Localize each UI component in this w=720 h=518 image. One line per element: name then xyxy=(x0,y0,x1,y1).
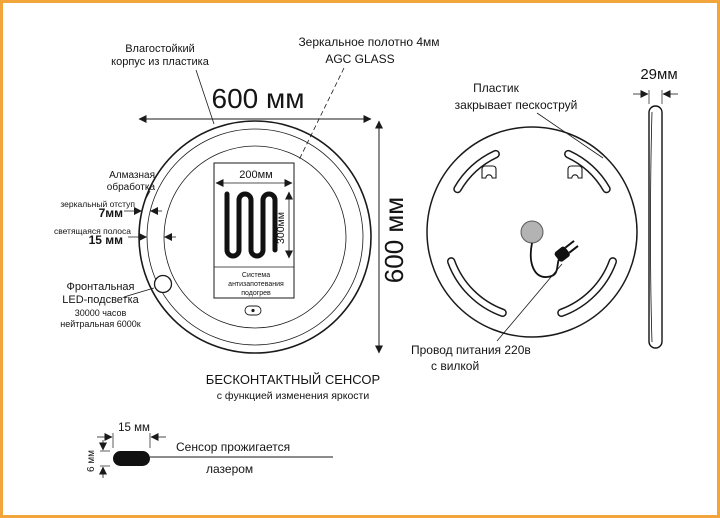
antifog-line-3: подогрев xyxy=(241,290,271,297)
leader-plastic xyxy=(536,112,604,159)
dim-200-label: 200мм xyxy=(239,169,273,181)
front-view xyxy=(123,67,383,354)
sensor-pill-icon xyxy=(113,451,150,466)
label-strip: светящаяся полоса xyxy=(53,226,131,236)
detail-text-2: лазером xyxy=(206,462,254,476)
back-view xyxy=(426,112,638,342)
label-led-4: нейтральная 6000к xyxy=(60,319,141,329)
label-mirror-sheet: Зеркальное полотно 4мм xyxy=(298,35,440,49)
heater-zone xyxy=(213,162,295,299)
heater-coil-icon xyxy=(224,191,278,259)
label-led-1: Фронтальная xyxy=(66,281,135,293)
plug-icon xyxy=(554,240,579,262)
bracket-icon-left xyxy=(481,165,497,179)
leader-waterproof xyxy=(195,69,215,125)
label-power-2: с вилкой xyxy=(431,359,480,373)
leader-diamond xyxy=(144,190,151,201)
detail-text-1: Сенсор прожигается xyxy=(176,440,291,454)
label-diamond-1: Алмазная xyxy=(109,170,155,181)
sensor-detail xyxy=(97,433,333,478)
value-strip-15mm: 15 мм xyxy=(88,233,123,247)
dim-width-label: 600 мм xyxy=(211,83,305,114)
label-waterproof-2: корпус из пластика xyxy=(111,56,209,68)
label-offset: зеркальный отступ xyxy=(60,199,135,209)
power-cord xyxy=(529,242,560,278)
label-agc-glass: AGC GLASS xyxy=(325,52,395,66)
antifog-line-1: Система xyxy=(241,272,271,279)
leader-mirror-sheet xyxy=(298,67,345,161)
side-panel xyxy=(648,105,663,349)
side-view xyxy=(633,90,678,349)
dim-29mm-label: 29мм xyxy=(640,66,678,83)
sandblast-slots xyxy=(446,149,618,318)
detail-15mm-label: 15 мм xyxy=(118,422,150,434)
brand-mark-icon xyxy=(244,305,262,316)
diagram-linework xyxy=(97,67,678,478)
label-diamond-2: обработка xyxy=(106,182,155,193)
sensor-title: БЕСКОНТАКТНЫЙ СЕНСОР xyxy=(205,372,381,387)
brand-mark-dot xyxy=(251,308,255,313)
bracket-icon-right xyxy=(567,165,583,179)
label-plastic-1: Пластик xyxy=(473,81,519,95)
leader-led xyxy=(123,287,155,298)
cable-gland-icon xyxy=(520,220,544,244)
label-waterproof-1: Влагостойкий xyxy=(125,43,195,55)
label-power-1: Провод питания 220в xyxy=(411,343,531,357)
dim-300-label: 300мм xyxy=(275,212,287,244)
value-offset-7mm: 7мм xyxy=(98,206,123,220)
antifog-line-2: антизапотевания xyxy=(228,281,284,288)
detail-6mm-label: 6 мм xyxy=(86,449,97,473)
sensor-subtitle: с функцией изменения яркости xyxy=(216,390,370,402)
side-panel-face xyxy=(650,111,653,343)
label-plastic-2: закрывает пескоструй xyxy=(454,98,578,112)
led-band-outer xyxy=(146,128,364,346)
label-led-3: 30000 часов xyxy=(74,308,127,318)
leader-power xyxy=(496,263,563,342)
dim-height-label: 600 мм xyxy=(379,196,409,284)
label-led-2: LED-подсветка xyxy=(62,294,139,306)
front-sensor-circle xyxy=(153,274,173,294)
